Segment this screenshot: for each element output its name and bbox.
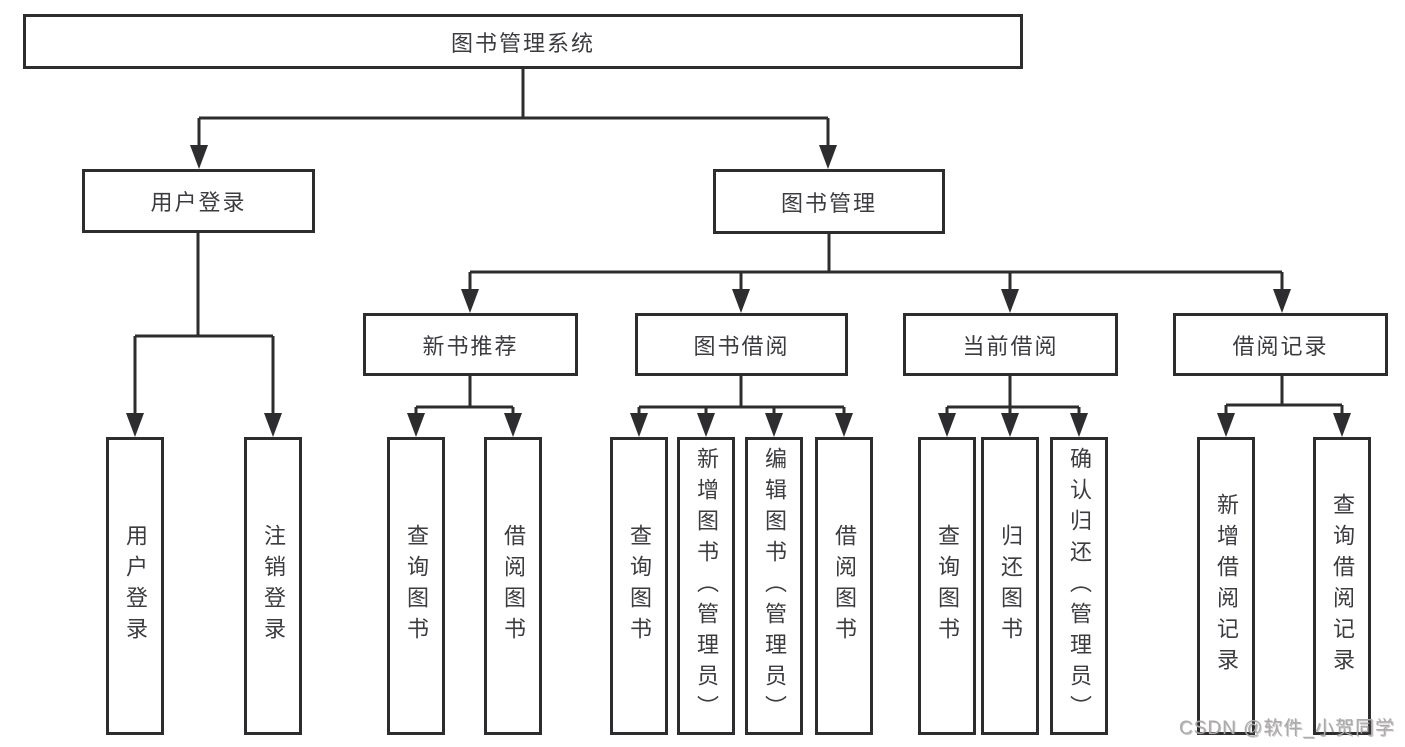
leaf-query-books: 查询图书: [610, 437, 668, 735]
node-label: 用户登录: [123, 524, 148, 648]
node-new-book-recommend: 新书推荐: [363, 313, 578, 376]
node-borrowing-records: 借阅记录: [1173, 313, 1388, 376]
leaf-query-books: 查询图书: [918, 437, 976, 735]
node-label: 借阅记录: [1232, 333, 1329, 359]
node-label: 借阅图书: [832, 524, 857, 648]
leaf-add-borrow-record: 新增借阅记录: [1197, 437, 1255, 735]
node-book-management: 图书管理: [713, 169, 945, 234]
node-label: 图书管理: [780, 190, 877, 216]
node-label: 查询借阅记录: [1330, 493, 1355, 679]
node-label: 图书管理系统: [450, 30, 595, 56]
leaf-add-books-admin: 新增图书（管理员）: [677, 437, 735, 735]
watermark: CSDN @软件_小贺同学: [1179, 718, 1395, 739]
node-label: 当前借阅: [962, 333, 1059, 359]
node-label: 新增借阅记录: [1214, 493, 1239, 679]
node-label: 用户登录: [150, 190, 247, 215]
leaf-edit-books-admin: 编辑图书（管理员）: [745, 437, 803, 735]
node-book-borrowing: 图书借阅: [635, 313, 848, 376]
leaf-query-books: 查询图书: [387, 437, 445, 735]
node-label: 查询图书: [935, 524, 960, 648]
node-label: 图书借阅: [693, 333, 790, 359]
leaf-logout: 注销登录: [244, 437, 302, 735]
node-label: 注销登录: [261, 524, 286, 648]
node-label: 归还图书: [998, 524, 1023, 648]
node-label: 借阅图书: [501, 524, 526, 648]
node-user-login: 用户登录: [82, 169, 315, 233]
leaf-user-login: 用户登录: [106, 437, 164, 735]
node-current-borrowing: 当前借阅: [903, 313, 1118, 376]
node-label: 查询图书: [627, 524, 652, 648]
node-library-management-system: 图书管理系统: [23, 14, 1023, 69]
node-label: 查询图书: [404, 524, 429, 648]
node-label: 新增图书（管理员）: [694, 446, 719, 726]
node-label: 编辑图书（管理员）: [762, 446, 787, 726]
node-label: 确认归还（管理员）: [1067, 446, 1092, 726]
node-label: 新书推荐: [422, 333, 519, 359]
leaf-return-books: 归还图书: [981, 437, 1039, 735]
leaf-borrow-books: 借阅图书: [815, 437, 873, 735]
leaf-query-borrow-record: 查询借阅记录: [1313, 437, 1371, 735]
leaf-borrow-books: 借阅图书: [484, 437, 542, 735]
leaf-confirm-return-admin: 确认归还（管理员）: [1050, 437, 1108, 735]
